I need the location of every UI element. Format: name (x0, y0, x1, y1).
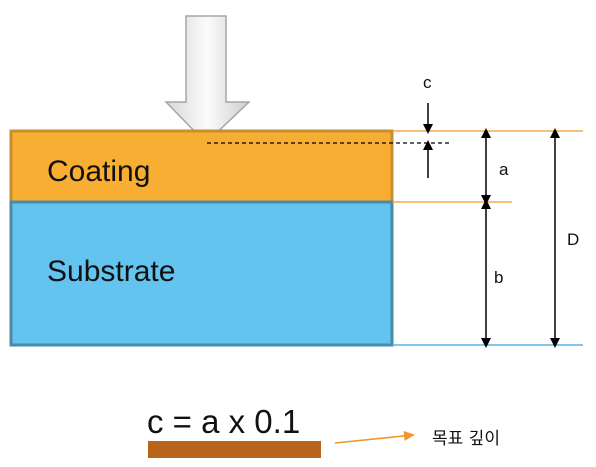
formula-text: c = a x 0.1 (147, 403, 300, 440)
b-dimension-label: b (494, 268, 503, 287)
substrate-layer (9, 200, 394, 347)
coating-label: Coating (47, 155, 150, 188)
indenter-arrow-icon (164, 15, 251, 145)
substrate-label: Substrate (47, 255, 175, 288)
target-depth-label: 목표 깊이 (432, 429, 500, 449)
target-depth-pointer-arrow (334, 430, 415, 444)
d-dimension-label: D (567, 230, 579, 249)
c-dimension-label: c (423, 73, 432, 92)
a-dimension-label: a (499, 160, 509, 179)
formula-underline-bar (148, 441, 321, 458)
